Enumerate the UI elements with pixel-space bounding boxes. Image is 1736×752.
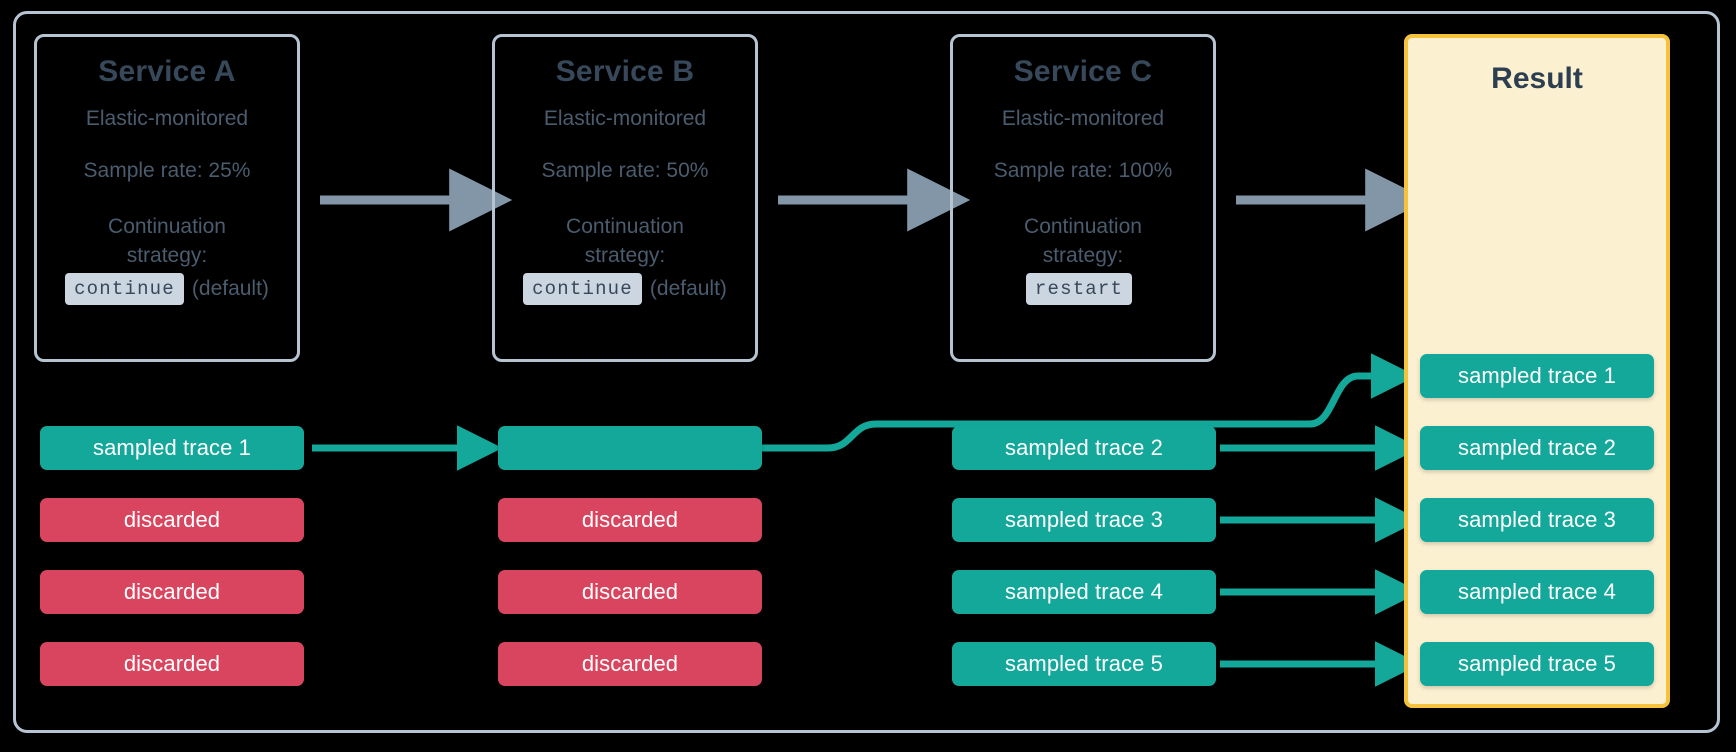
- trace-pill-a-4: discarded: [40, 642, 304, 686]
- service-a-title: Service A: [98, 55, 236, 88]
- service-a-strategy-label-1: Continuation: [108, 215, 226, 238]
- service-a-sample-rate: Sample rate: 25%: [83, 159, 251, 182]
- result-pill-5: sampled trace 5: [1420, 642, 1654, 686]
- result-pill-3: sampled trace 3: [1420, 498, 1654, 542]
- trace-pill-a-2: discarded: [40, 498, 304, 542]
- service-a-subtitle: Elastic-monitored: [85, 107, 249, 130]
- trace-pill-c-4: sampled trace 5: [952, 642, 1216, 686]
- service-a-strategy-value: continue: [65, 272, 184, 306]
- trace-pill-b-1: [498, 426, 762, 470]
- service-b-strategy: Continuation strategy: continue (default…: [495, 213, 755, 306]
- service-card-b: Service B Elastic-monitored Sample rate:…: [492, 34, 758, 362]
- service-b-strategy-label-1: Continuation: [566, 215, 684, 238]
- trace-pill-c-2: sampled trace 3: [952, 498, 1216, 542]
- service-a-strategy: Continuation strategy: continue (default…: [37, 213, 297, 306]
- result-pill-2: sampled trace 2: [1420, 426, 1654, 470]
- service-card-a: Service A Elastic-monitored Sample rate:…: [34, 34, 300, 362]
- trace-pill-b-3: discarded: [498, 570, 762, 614]
- service-c-strategy-label-2: strategy:: [1042, 243, 1124, 267]
- service-c-sample-rate: Sample rate: 100%: [993, 159, 1173, 182]
- trace-pill-b-4: discarded: [498, 642, 762, 686]
- service-b-strategy-value: continue: [523, 272, 642, 306]
- service-c-title: Service C: [1013, 55, 1153, 88]
- trace-pill-a-1: sampled trace 1: [40, 426, 304, 470]
- service-c-strategy-row: restart: [953, 272, 1213, 306]
- trace-pill-b-2: discarded: [498, 498, 762, 542]
- service-b-sample-rate: Sample rate: 50%: [541, 159, 709, 182]
- trace-pill-a-3: discarded: [40, 570, 304, 614]
- result-pill-4: sampled trace 4: [1420, 570, 1654, 614]
- trace-pill-c-3: sampled trace 4: [952, 570, 1216, 614]
- service-card-c: Service C Elastic-monitored Sample rate:…: [950, 34, 1216, 362]
- service-a-strategy-row: continue (default): [37, 272, 297, 306]
- teal-flow-arrows: [312, 425, 1421, 687]
- service-a-strategy-note: (default): [191, 276, 269, 300]
- service-c-strategy-label-1: Continuation: [1024, 215, 1142, 238]
- service-b-strategy-note: (default): [649, 276, 727, 300]
- trace-pill-c-1: sampled trace 2: [952, 426, 1216, 470]
- service-b-subtitle: Elastic-monitored: [543, 107, 707, 130]
- service-c-strategy-value: restart: [1025, 272, 1133, 306]
- service-a-strategy-label-2: strategy:: [126, 243, 208, 267]
- service-b-strategy-row: continue (default): [495, 272, 755, 306]
- service-b-strategy-label-2: strategy:: [584, 243, 666, 267]
- service-b-title: Service B: [555, 55, 695, 88]
- result-pill-1: sampled trace 1: [1420, 354, 1654, 398]
- result-title: Result: [1491, 62, 1583, 95]
- service-c-strategy: Continuation strategy: restart: [953, 213, 1213, 306]
- service-c-subtitle: Elastic-monitored: [1001, 107, 1165, 130]
